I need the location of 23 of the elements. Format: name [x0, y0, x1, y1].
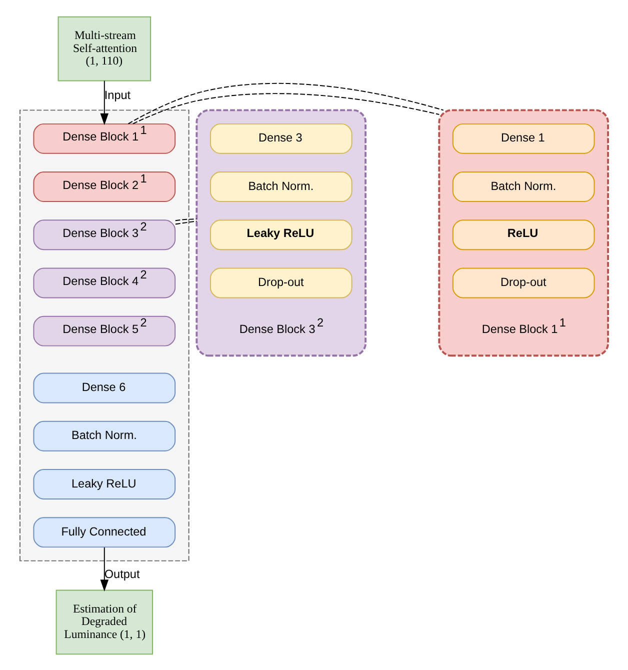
- node-box: ReLU: [452, 219, 595, 250]
- cluster: [19, 109, 190, 561]
- connector: [174, 218, 198, 221]
- node-box: Dense 6: [33, 372, 176, 403]
- node-box: Batch Norm.: [33, 420, 176, 451]
- connector: [128, 82, 444, 124]
- node-box: Estimation of Degraded Luminance (1, 1): [56, 589, 153, 654]
- edge-label: Output: [104, 568, 140, 581]
- node-box: Batch Norm.: [210, 171, 352, 202]
- arrow: [100, 80, 109, 125]
- connector: [132, 92, 440, 124]
- edge-label: Input: [104, 88, 131, 102]
- node-box: Dense 1: [452, 122, 595, 154]
- node-box: Batch Norm.: [452, 171, 595, 202]
- node-box: Drop-out: [452, 267, 595, 298]
- node-box: Dense 3: [210, 122, 352, 154]
- node-box: Leaky ReLU: [210, 219, 352, 250]
- connector: [175, 220, 198, 224]
- arrow: [100, 546, 109, 591]
- node-box: Drop-out: [210, 267, 352, 298]
- node-box: Fully Connected: [33, 516, 176, 548]
- node-box: Leaky ReLU: [33, 468, 176, 499]
- node-box: Multi-stream Self-attention (1, 110): [58, 16, 152, 81]
